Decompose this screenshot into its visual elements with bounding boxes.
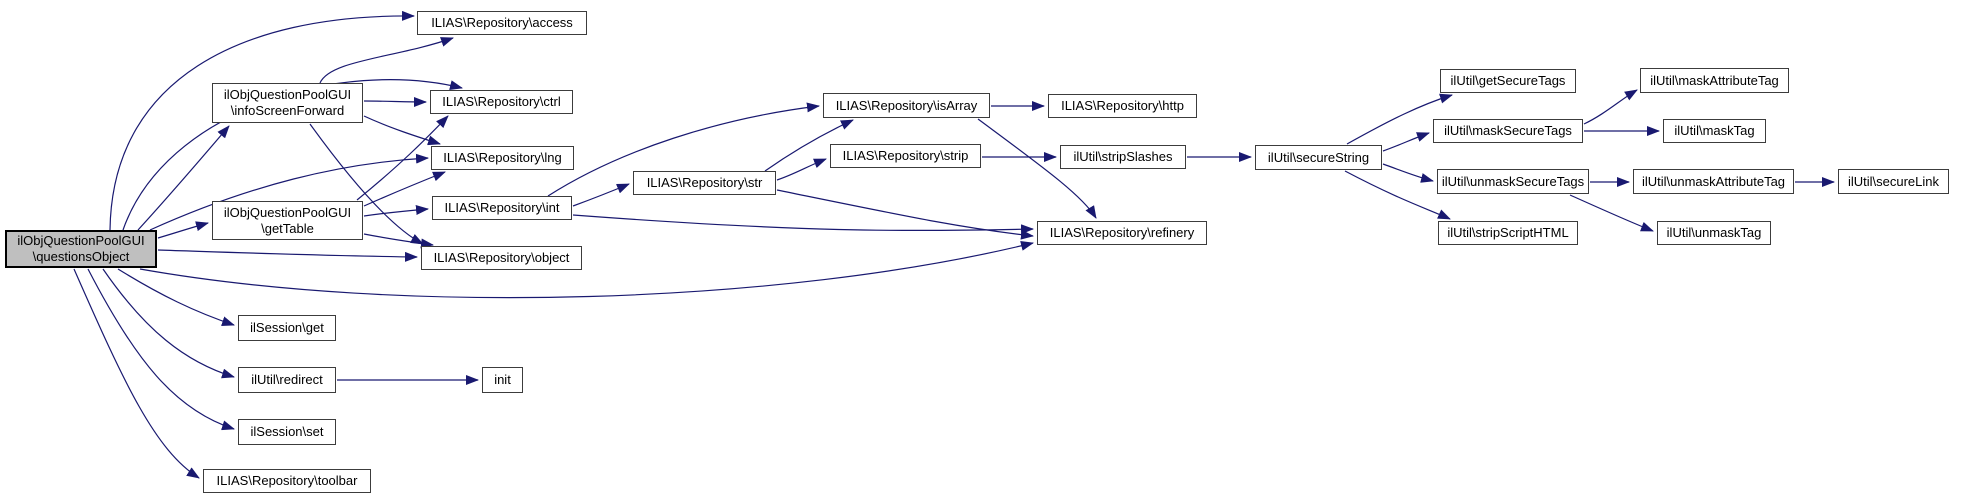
node-maskTag[interactable]: ilUtil\maskTag [1663, 119, 1766, 143]
node-secureString[interactable]: ilUtil\secureString [1255, 145, 1382, 170]
edge-getTable-ctrl [356, 115, 449, 201]
edge-questionsObject-sessionGet [117, 268, 235, 326]
edge-int-refinery [572, 214, 1034, 235]
node-maskAttributeTag[interactable]: ilUtil\maskAttributeTag [1640, 68, 1789, 93]
node-object[interactable]: ILIAS\Repository\object [421, 246, 582, 270]
node-toolbar[interactable]: ILIAS\Repository\toolbar [203, 469, 371, 493]
node-isArray[interactable]: ILIAS\Repository\isArray [823, 93, 990, 118]
edge-questionsObject-redirect [102, 268, 235, 379]
edge-infoScreenForward-lng [363, 115, 441, 146]
node-label: ilUtil\secureLink [1847, 173, 1940, 189]
node-label: ILIAS\Repository\int [444, 200, 560, 215]
node-getSecureTags[interactable]: ilUtil\getSecureTags [1440, 69, 1576, 93]
edge-questionsObject-getTable [157, 221, 209, 239]
edge-questionsObject-lng [149, 153, 429, 231]
node-label: ILIAS\Repository\ctrl [442, 94, 561, 109]
node-label: ilUtil\maskAttributeTag [1650, 72, 1779, 88]
edge-questionsObject-toolbar [73, 268, 200, 479]
node-refinery[interactable]: ILIAS\Repository\refinery [1037, 221, 1207, 245]
edge-secureString-stripScriptHTML [1344, 170, 1451, 220]
node-label: ILIAS\Repository\access [431, 15, 573, 30]
node-label: \questionsObject [32, 249, 130, 264]
edge-secureString-getSecureTags [1346, 93, 1453, 145]
node-access[interactable]: ILIAS\Repository\access [417, 11, 587, 35]
node-label: ilUtil\stripSlashes [1073, 149, 1173, 164]
edge-maskSecureTags-maskAttributeTag [1583, 89, 1638, 125]
node-getTable[interactable]: ilObjQuestionPoolGUI\getTable [212, 201, 363, 240]
node-unmaskSecureTags[interactable]: ilUtil\unmaskSecureTags [1437, 169, 1589, 194]
node-lng[interactable]: ILIAS\Repository\lng [431, 146, 574, 170]
node-infoScreenForward[interactable]: ilObjQuestionPoolGUI\infoScreenForward [212, 83, 363, 123]
node-sessionGet[interactable]: ilSession\get [238, 315, 336, 341]
edge-str-isArray [764, 119, 854, 172]
edge-str-refinery [776, 189, 1034, 240]
node-stripScriptHTML[interactable]: ilUtil\stripScriptHTML [1438, 221, 1578, 245]
node-label: init [494, 372, 511, 387]
edge-str-strip [776, 158, 827, 181]
node-ctrl[interactable]: ILIAS\Repository\ctrl [430, 90, 573, 114]
node-label: ilUtil\maskSecureTags [1444, 123, 1572, 138]
edge-getTable-lng [363, 171, 446, 207]
node-label: ILIAS\Repository\strip [842, 148, 969, 163]
node-label: ILIAS\Repository\object [433, 250, 570, 265]
node-label: ilUtil\getSecureTags [1450, 73, 1566, 88]
edge-infoScreenForward-ctrl [363, 96, 427, 107]
node-label: ilObjQuestionPoolGUI [17, 233, 145, 248]
edge-questionsObject-infoScreenForward [137, 125, 230, 231]
node-label: ilUtil\redirect [251, 372, 323, 387]
edge-infoScreenForward-object [309, 123, 424, 245]
node-label: ilUtil\stripScriptHTML [1447, 225, 1569, 240]
node-strip[interactable]: ILIAS\Repository\strip [830, 144, 981, 168]
node-label: \infoScreenForward [230, 103, 345, 118]
edge-questionsObject-sessionSet [87, 268, 235, 431]
edge-questionsObject-access [109, 10, 415, 231]
node-unmaskAttributeTag[interactable]: ilUtil\unmaskAttributeTag [1633, 169, 1794, 194]
edge-secureString-maskSecureTags [1382, 132, 1430, 152]
node-secureLink[interactable]: ilUtil\secureLink [1838, 169, 1949, 194]
node-redirect[interactable]: ilUtil\redirect [238, 367, 336, 393]
node-sessionSet[interactable]: ilSession\set [238, 419, 336, 445]
node-init[interactable]: init [482, 367, 523, 393]
edge-isArray-refinery [977, 118, 1097, 219]
node-label: ILIAS\Repository\http [1061, 98, 1184, 113]
node-str[interactable]: ILIAS\Repository\str [633, 171, 776, 195]
edge-questionsObject-refinery [139, 240, 1034, 299]
node-label: ILIAS\Repository\isArray [835, 97, 978, 113]
node-label: ILIAS\Repository\str [646, 175, 763, 190]
node-maskSecureTags[interactable]: ilUtil\maskSecureTags [1433, 119, 1583, 143]
node-label: \getTable [261, 220, 314, 236]
node-label: ILIAS\Repository\refinery [1049, 225, 1195, 240]
node-label: ilUtil\maskTag [1674, 123, 1755, 138]
node-label: ilSession\get [250, 320, 324, 335]
node-label: ilObjQuestionPoolGUI [223, 87, 352, 102]
node-stripSlashes[interactable]: ilUtil\stripSlashes [1060, 145, 1186, 169]
edge-getTable-int [363, 205, 429, 217]
edge-getTable-object [363, 233, 434, 249]
node-label: ilUtil\unmaskAttributeTag [1641, 173, 1786, 189]
edge-unmaskSecureTags-unmaskTag [1569, 194, 1654, 232]
edge-infoScreenForward-access [319, 37, 454, 84]
edge-int-str [572, 183, 630, 207]
node-label: ILIAS\Repository\toolbar [216, 473, 358, 488]
edge-secureString-unmaskSecureTags [1382, 163, 1434, 183]
node-label: ILIAS\Repository\lng [443, 150, 562, 165]
node-label: ilUtil\secureString [1267, 149, 1370, 165]
node-int[interactable]: ILIAS\Repository\int [432, 196, 572, 220]
edge-int-isArray [547, 102, 820, 197]
edge-questionsObject-object [157, 249, 418, 262]
node-label: ilSession\set [250, 424, 324, 439]
node-label: ilUtil\unmaskSecureTags [1441, 173, 1585, 189]
node-label: ilObjQuestionPoolGUI [223, 204, 352, 220]
node-label: ilUtil\unmaskTag [1666, 225, 1762, 240]
node-questionsObject[interactable]: ilObjQuestionPoolGUI\questionsObject [5, 230, 157, 268]
node-unmaskTag[interactable]: ilUtil\unmaskTag [1657, 221, 1771, 245]
node-http[interactable]: ILIAS\Repository\http [1048, 94, 1197, 118]
